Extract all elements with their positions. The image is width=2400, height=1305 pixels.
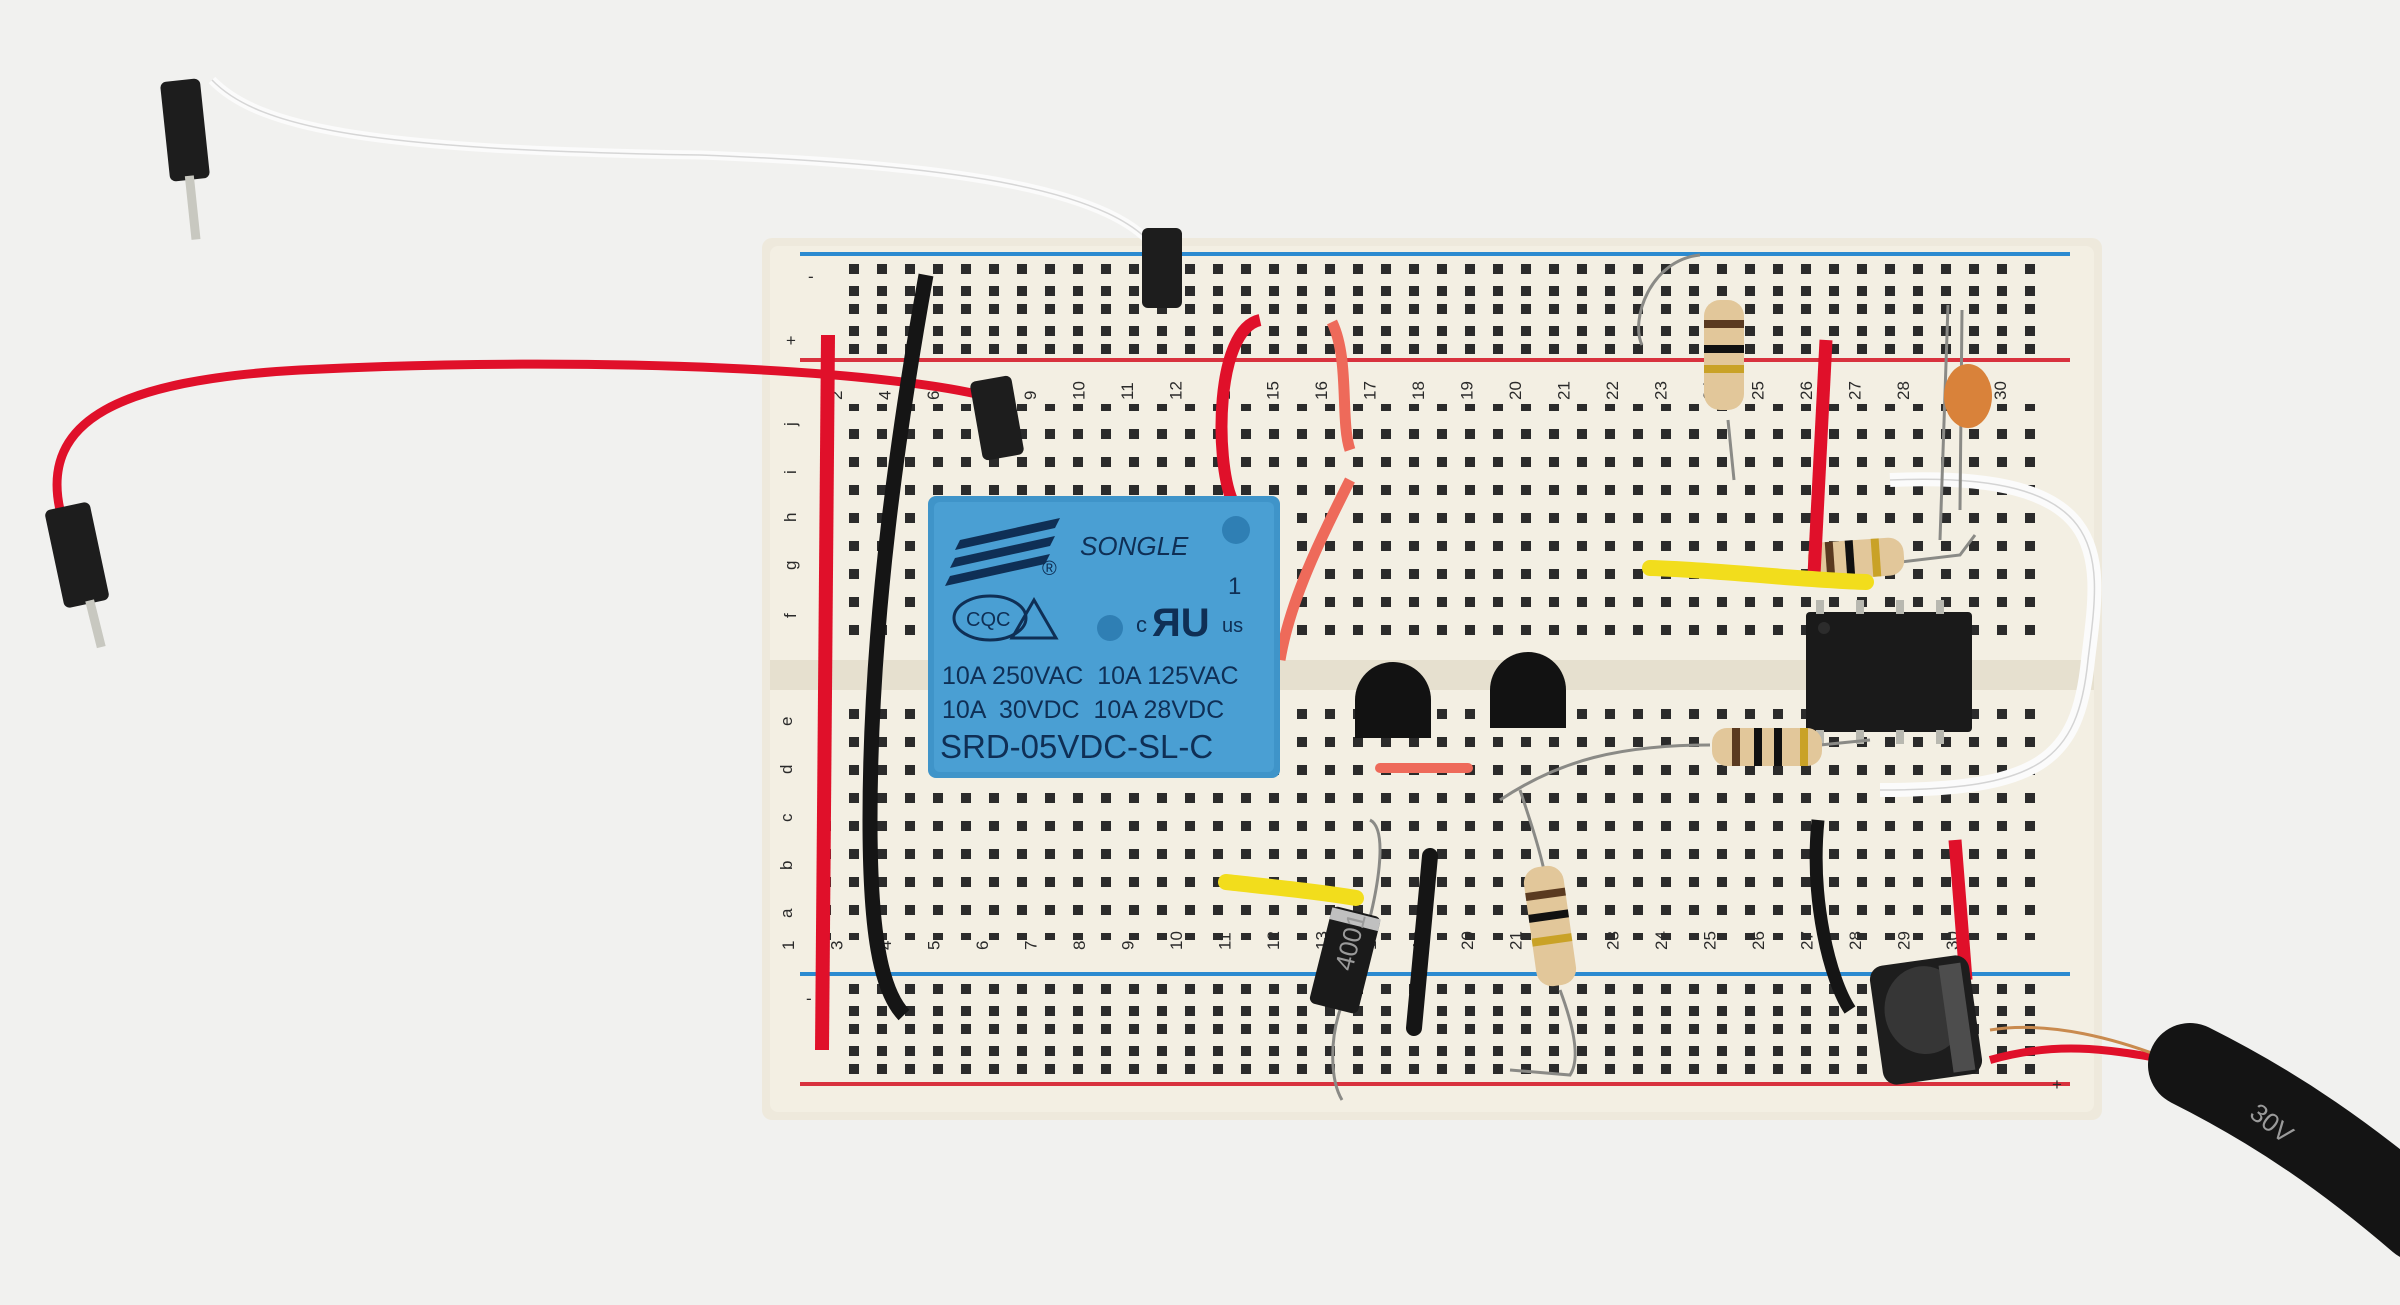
red-jumper-right-bottom: [1948, 839, 1973, 981]
top-row-labels: j i h g f: [781, 422, 800, 618]
column-label: 26: [1797, 381, 1816, 400]
red-jumper-right-top: [1807, 339, 1833, 576]
black-jumper-short: [1406, 848, 1438, 1036]
column-label: 28: [1846, 931, 1865, 950]
relay: SONGLE ® CQC c ЯU us 1 10A 250VAC 10A 12…: [928, 496, 1280, 778]
songle-logo-icon: [945, 518, 1060, 586]
resistor-lower-horizontal: [1499, 728, 1871, 802]
yellow-jumper-top: [1642, 560, 1874, 590]
column-label: 6: [973, 941, 992, 950]
row-label: g: [781, 561, 800, 570]
relay-cert-us: us: [1222, 615, 1243, 637]
row-label: c: [777, 813, 796, 822]
column-label: 12: [1264, 931, 1283, 950]
column-label: 11: [1118, 382, 1137, 400]
red-jumper-vertical-left: [815, 334, 835, 1051]
column-label: 20: [1506, 381, 1525, 400]
column-label: 4: [876, 391, 895, 400]
top-rail-plus-label: +: [786, 331, 796, 350]
column-label: 10: [1070, 381, 1089, 400]
column-label: 5: [925, 941, 944, 950]
column-label: 11: [1216, 932, 1235, 950]
column-label: 10: [1167, 931, 1186, 950]
column-label: 24: [1652, 931, 1671, 950]
column-label: 23: [1652, 381, 1671, 400]
column-label: 19: [1458, 381, 1477, 400]
column-label: 1: [779, 941, 798, 950]
column-label: 4: [876, 941, 895, 950]
column-label: 25: [1749, 381, 1768, 400]
row-label: e: [777, 717, 796, 726]
relay-cert-ru: ЯU: [1152, 601, 1210, 645]
column-label: 26: [1749, 931, 1768, 950]
resistor-middle-horizontal: [1789, 534, 1977, 581]
column-label: 17: [1361, 381, 1380, 400]
row-label: i: [781, 470, 800, 474]
black-jumper-vertical: [862, 273, 934, 1021]
column-label: 23: [1604, 931, 1623, 950]
column-label: 9: [1119, 941, 1138, 950]
transistor-q2: [1490, 652, 1566, 728]
row-label: b: [777, 861, 796, 870]
red-lead-wire: [45, 359, 1024, 649]
column-label: 3: [828, 941, 847, 950]
white-lead-wire: [160, 76, 1182, 308]
column-label: 28: [1894, 381, 1913, 400]
column-label: 16: [1312, 381, 1331, 400]
diode-1n4001: 4001: [1309, 818, 1382, 1101]
column-label: 27: [1846, 381, 1865, 400]
red-jumper-loop: [1215, 314, 1263, 503]
column-label: 8: [1070, 941, 1089, 950]
bottom-row-labels: e d c b a: [777, 717, 796, 918]
column-label: 21: [1507, 931, 1526, 950]
column-label: 21: [1555, 381, 1574, 400]
warning-triangle-icon: [1009, 597, 1059, 640]
column-label: 27: [1798, 931, 1817, 950]
column-label: 15: [1264, 381, 1283, 400]
cqc-mark-icon: [952, 594, 1028, 642]
resistor-bottom-vertical: [1509, 789, 1577, 1077]
column-label: 22: [1603, 381, 1622, 400]
row-label: a: [777, 908, 796, 918]
ic-chip-dip8: [1806, 600, 1972, 744]
relay-cert-cqc: CQC: [966, 609, 1010, 631]
relay-rating-line1: 10A 250VAC 10A 125VAC: [942, 662, 1239, 690]
bottom-rail-minus-label: -: [806, 989, 812, 1008]
black-jumper-right-bottom: [1809, 819, 1856, 1014]
relay-cert-c: c: [1136, 612, 1147, 637]
electrolytic-capacitor: [1869, 955, 1983, 1085]
resistor-top-vertical: [1637, 253, 1744, 481]
bottom-rail-plus-label: +: [2052, 1075, 2062, 1094]
row-label: j: [781, 422, 800, 427]
yellow-jumper-bottom: [1218, 874, 1364, 906]
column-label: 9: [1021, 391, 1040, 400]
row-label: h: [781, 513, 800, 522]
column-label: 30: [1991, 381, 2010, 400]
top-rail-minus-label: -: [808, 267, 814, 286]
salmon-jumper-top: [1326, 319, 1356, 452]
row-label: d: [777, 765, 796, 774]
column-label: 29: [1895, 931, 1914, 950]
relay-brand: SONGLE: [1080, 531, 1189, 561]
salmon-jumper-diagonal: [1274, 477, 1355, 661]
row-label: f: [781, 613, 800, 618]
column-label: 7: [1022, 941, 1041, 950]
column-label: 6: [924, 391, 943, 400]
relay-rating-line2: 10A 30VDC 10A 28VDC: [942, 696, 1224, 724]
breadboard: - + 246891011121315161718192021222324252…: [762, 238, 2102, 1120]
column-label: 12: [1167, 381, 1186, 400]
relay-pin-mark: 1: [1228, 573, 1241, 600]
top-power-rail: - +: [786, 252, 2070, 362]
relay-registered: ®: [1042, 558, 1057, 580]
column-label: 2: [827, 391, 846, 400]
relay-model: SRD-05VDC-SL-C: [940, 728, 1213, 765]
transistor-q1: [1355, 662, 1431, 738]
column-label: 25: [1701, 931, 1720, 950]
ceramic-capacitor: [1938, 304, 1992, 541]
column-label: 20: [1458, 931, 1477, 950]
column-label: 18: [1409, 381, 1428, 400]
dc-power-cable: 30V: [1988, 1023, 2400, 1257]
